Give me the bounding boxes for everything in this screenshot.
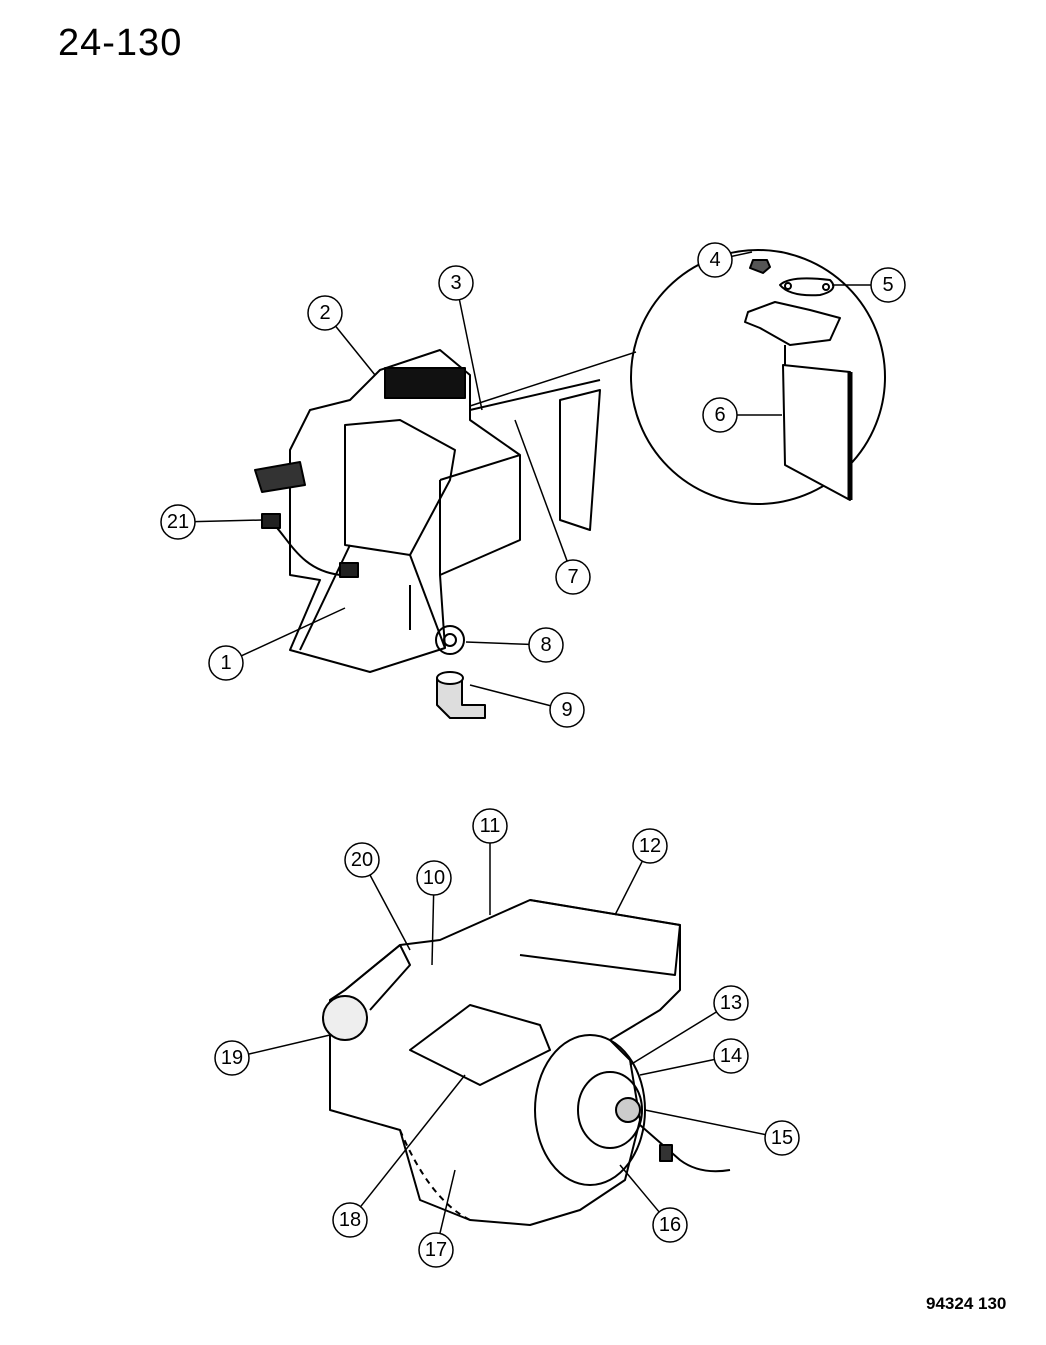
leader-line <box>469 684 551 707</box>
callout-number: 20 <box>351 849 373 871</box>
callout-circle <box>702 397 738 433</box>
callout-6: 6 <box>702 397 782 433</box>
leader-line <box>248 1034 331 1055</box>
leader-line <box>731 251 753 258</box>
callout-number: 19 <box>221 1047 243 1069</box>
callout-circle <box>416 860 452 896</box>
callout-number: 6 <box>714 404 725 426</box>
blower-housing-assembly <box>322 899 731 1226</box>
callout-circle <box>870 267 906 303</box>
callout-8: 8 <box>465 627 564 663</box>
callout-14: 14 <box>639 1038 749 1076</box>
callout-9: 9 <box>469 684 585 728</box>
callout-number: 15 <box>771 1127 793 1149</box>
callout-2: 2 <box>307 295 376 376</box>
leader-line <box>369 874 411 951</box>
leader-line <box>465 641 530 646</box>
callout-number: 7 <box>567 566 578 588</box>
callout-4: 4 <box>697 242 753 278</box>
callout-number: 13 <box>720 992 742 1014</box>
callout-circle <box>632 828 668 864</box>
page-number: 24-130 <box>58 22 183 64</box>
callout-20: 20 <box>344 842 411 951</box>
callout-circle <box>652 1207 688 1243</box>
callout-number: 21 <box>167 511 189 533</box>
callout-11: 11 <box>472 808 508 915</box>
callout-circle <box>472 808 508 844</box>
callout-circle <box>208 645 244 681</box>
callout-12: 12 <box>614 828 668 916</box>
callout-circle <box>307 295 343 331</box>
callout-circle <box>332 1202 368 1238</box>
callout-circle <box>764 1120 800 1156</box>
leader-line <box>335 325 376 376</box>
callout-circle <box>160 504 196 540</box>
callout-15: 15 <box>644 1109 800 1156</box>
callout-number: 1 <box>220 652 231 674</box>
leader-line <box>458 299 483 411</box>
leader-line <box>194 519 263 523</box>
callout-number: 11 <box>480 815 501 837</box>
leader-line <box>614 860 643 916</box>
callout-number: 16 <box>659 1214 681 1236</box>
callout-number: 2 <box>319 302 330 324</box>
callout-circle <box>438 265 474 301</box>
callout-1: 1 <box>208 607 346 681</box>
callout-circle <box>713 985 749 1021</box>
callout-number: 4 <box>709 249 720 271</box>
callout-number: 5 <box>882 274 893 296</box>
callout-number: 12 <box>639 835 661 857</box>
callout-number: 14 <box>720 1045 742 1067</box>
callout-number: 8 <box>540 634 551 656</box>
leader-line <box>514 419 568 562</box>
callout-circle <box>528 627 564 663</box>
figure-code: 94324 130 <box>926 1294 1007 1313</box>
callout-number: 17 <box>425 1239 447 1261</box>
leader-line <box>619 1164 660 1213</box>
callout-3: 3 <box>438 265 483 411</box>
callout-circle <box>214 1040 250 1076</box>
callout-circle <box>555 559 591 595</box>
callout-16: 16 <box>619 1164 688 1243</box>
callout-circle <box>713 1038 749 1074</box>
leader-line <box>644 1109 766 1136</box>
callout-5: 5 <box>832 267 906 303</box>
leader-line <box>439 1169 456 1234</box>
callout-18: 18 <box>332 1074 466 1238</box>
callout-circle <box>344 842 380 878</box>
leader-line <box>629 1011 717 1066</box>
detail-inset <box>469 249 886 505</box>
callout-number: 9 <box>561 699 572 721</box>
heater-housing-assembly <box>254 349 601 719</box>
callout-circle <box>697 242 733 278</box>
leader-line <box>359 1074 466 1208</box>
callout-circle <box>549 692 585 728</box>
callout-number: 10 <box>423 867 445 889</box>
callout-21: 21 <box>160 504 263 540</box>
callout-13: 13 <box>629 985 749 1066</box>
callout-17: 17 <box>418 1169 456 1268</box>
callout-number: 3 <box>450 272 461 294</box>
callout-number: 18 <box>339 1209 361 1231</box>
leader-line <box>241 607 346 657</box>
callout-10: 10 <box>416 860 452 966</box>
leader-line <box>639 1058 715 1076</box>
callout-circle <box>418 1232 454 1268</box>
leader-line <box>431 894 435 966</box>
callout-7: 7 <box>514 419 591 595</box>
callout-19: 19 <box>214 1034 331 1076</box>
